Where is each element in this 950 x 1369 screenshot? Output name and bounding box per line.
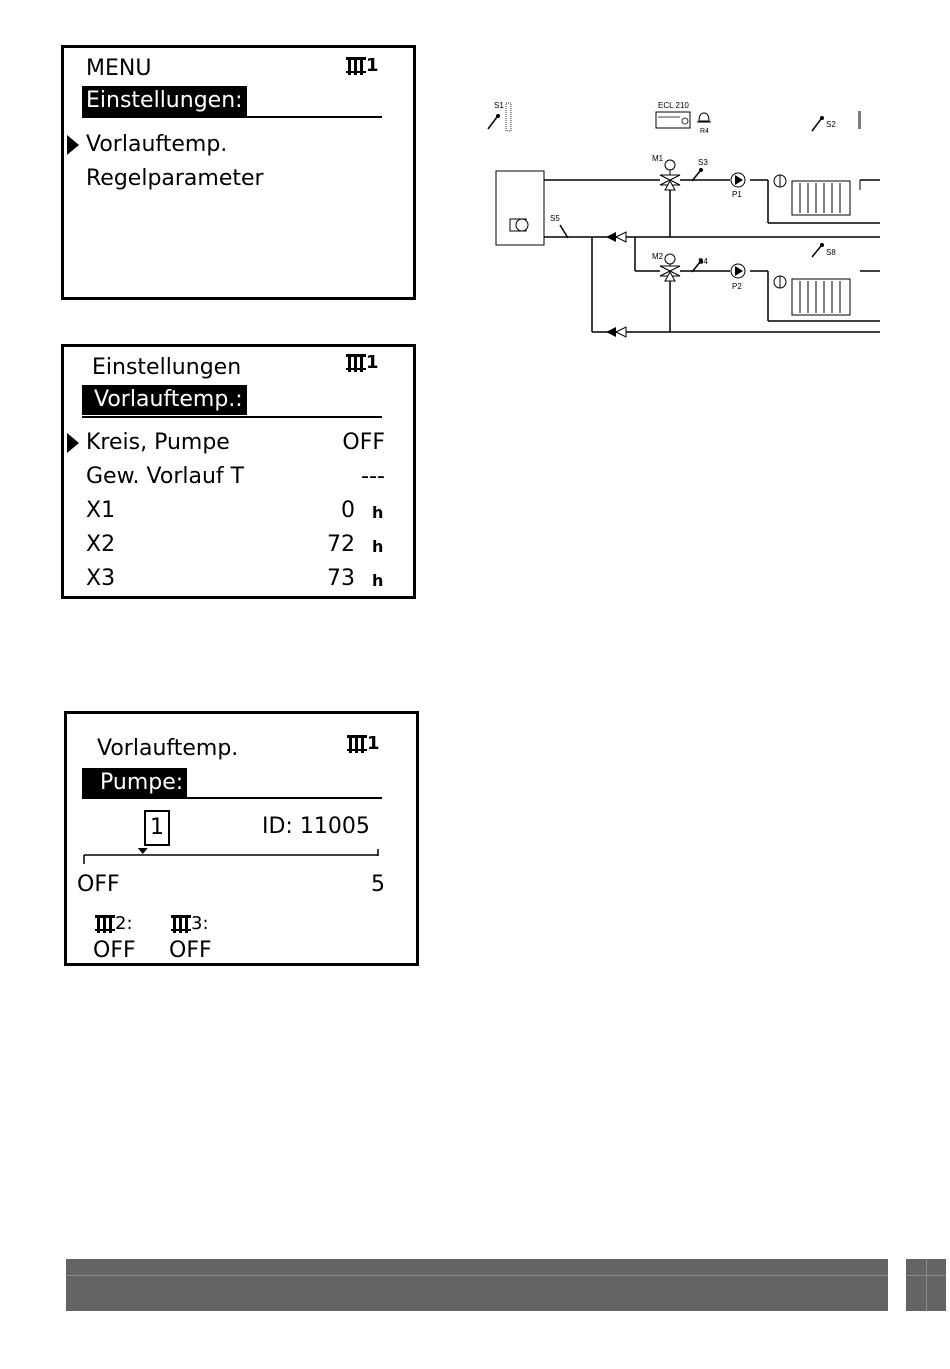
sensor-s1-icon [488, 117, 497, 129]
radiator-icon [346, 57, 366, 75]
circuit3-label: 3: [191, 913, 209, 934]
setting-value-x1: 0 [341, 498, 355, 524]
radiator-icon [347, 735, 367, 753]
sensor-s2-icon [812, 119, 821, 131]
circuit-indicator: 1 [346, 353, 379, 373]
parameter-id: ID: 11005 [262, 814, 370, 840]
menu-highlight[interactable]: Vorlauftemp.: [82, 385, 247, 415]
footer-bar [66, 1259, 888, 1311]
label-s1: S1 [494, 101, 504, 110]
radiator-icon [346, 354, 366, 372]
screen-title: Einstellungen [92, 355, 241, 381]
setting-label-x1[interactable]: X1 [86, 498, 115, 524]
label-s2: S2 [826, 120, 836, 129]
circuit-indicator: 1 [347, 734, 380, 754]
setting-label-gew-vorlauf[interactable]: Gew. Vorlauf T [86, 464, 244, 490]
sensor-s1-tip [496, 114, 500, 118]
circuit-number: 1 [366, 55, 379, 76]
circuit3-value: OFF [169, 938, 212, 964]
motor-m2-icon [665, 254, 675, 264]
label-m1: M1 [652, 154, 664, 163]
divider [82, 797, 382, 799]
setting-label-x2[interactable]: X2 [86, 532, 115, 558]
slider-marker-icon [138, 848, 148, 854]
sensor-s5-icon [560, 225, 568, 238]
alarm-bell-icon [697, 113, 711, 122]
setting-unit-x3: h [372, 568, 383, 594]
hydraulic-diagram: S1 ECL 210 R4 S2 M1 S3 P1 [480, 95, 890, 345]
setting-value-gew-vorlauf: --- [361, 464, 385, 490]
sensor-s8-icon [812, 246, 821, 257]
menu-highlight[interactable]: Einstellungen: [82, 86, 247, 116]
lcd-screen-settings: Einstellungen 1 Vorlauftemp.: Kreis, Pum… [61, 344, 416, 599]
label-r4: R4 [700, 128, 709, 135]
lcd-screen-pumpe: Vorlauftemp. 1 Pumpe: 1 ID: 11005 OFF 5 … [64, 711, 419, 966]
label-ecl: ECL 210 [658, 101, 689, 110]
lcd-screen-menu: MENU 1 Einstellungen: Vorlauftemp. Regel… [61, 45, 416, 300]
circuit2-indicator: 2: [95, 914, 133, 934]
setting-value-x2: 72 [327, 532, 355, 558]
divider [82, 116, 382, 118]
circuit-indicator: 1 [346, 56, 379, 76]
page-tab [906, 1259, 946, 1311]
radiator-icon [171, 915, 191, 933]
screen-title: Vorlauftemp. [97, 736, 238, 762]
radiator-icon [95, 915, 115, 933]
boiler [496, 171, 544, 245]
label-m2: M2 [652, 252, 664, 261]
setting-unit-x1: h [372, 500, 383, 526]
selection-cursor-icon [67, 433, 79, 453]
setting-value-kreis-pumpe: OFF [342, 430, 385, 456]
controller-icon [656, 112, 690, 128]
circuit-number: 1 [367, 733, 380, 754]
wall-hatch [506, 103, 511, 131]
current-value-box[interactable]: 1 [144, 810, 170, 846]
label-s8: S8 [826, 248, 836, 257]
circuit3-indicator: 3: [171, 914, 209, 934]
setting-unit-x2: h [372, 534, 383, 560]
circuit2-value: OFF [93, 938, 136, 964]
setting-value-x3: 73 [327, 566, 355, 592]
selection-cursor-icon [67, 135, 79, 155]
check-valve-icon [606, 232, 616, 242]
label-s3: S3 [698, 158, 708, 167]
circuit-number: 1 [366, 352, 379, 373]
slider-max-label: 5 [371, 872, 385, 898]
menu-item-vorlauftemp[interactable]: Vorlauftemp. [86, 132, 227, 158]
setting-label-kreis-pumpe[interactable]: Kreis, Pumpe [86, 430, 230, 456]
divider [82, 416, 382, 418]
radiator-2 [792, 279, 850, 315]
slider-min-label: OFF [77, 872, 120, 898]
label-s5: S5 [550, 214, 560, 223]
motor-m1-icon [665, 160, 675, 170]
screen-title: MENU [86, 56, 151, 82]
value-slider[interactable] [81, 844, 381, 866]
menu-highlight[interactable]: Pumpe: [82, 768, 187, 798]
menu-item-regelparameter[interactable]: Regelparameter [86, 166, 264, 192]
setting-label-x3[interactable]: X3 [86, 566, 115, 592]
label-p2: P2 [732, 282, 742, 291]
label-p1: P1 [732, 190, 742, 199]
radiator-1 [792, 181, 850, 215]
circuit2-label: 2: [115, 913, 133, 934]
